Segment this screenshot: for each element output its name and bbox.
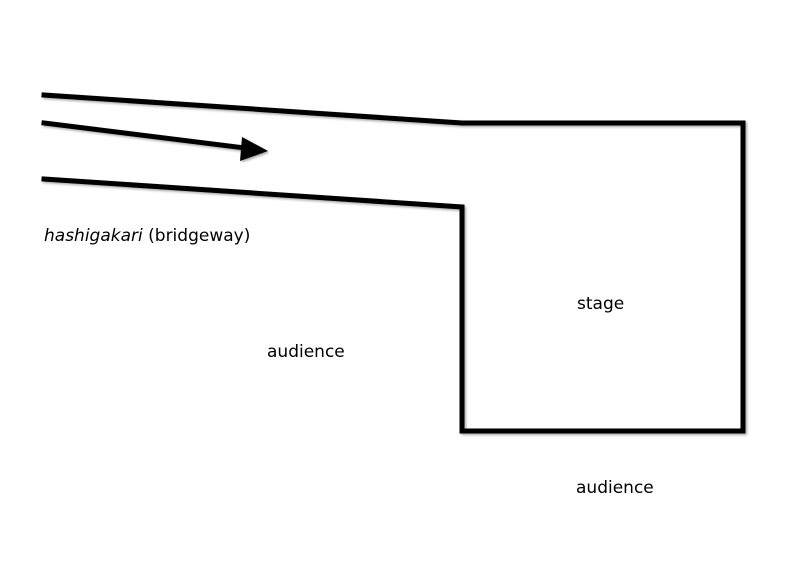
bridgeway-top-edge xyxy=(41,92,746,434)
bridgeway-gloss: (bridgeway) xyxy=(148,226,251,246)
bridgeway-label: hashigakari (bridgeway) xyxy=(44,228,250,245)
audience-bottom-label: audience xyxy=(576,478,654,498)
direction-arrow-shaft xyxy=(41,120,248,151)
direction-arrow-head xyxy=(240,137,268,161)
bridgeway-term: hashigakari xyxy=(44,226,143,246)
bridgeway-bottom-edge xyxy=(41,176,746,434)
stage-label: stage xyxy=(577,294,625,314)
audience-left-label: audience xyxy=(267,342,345,362)
